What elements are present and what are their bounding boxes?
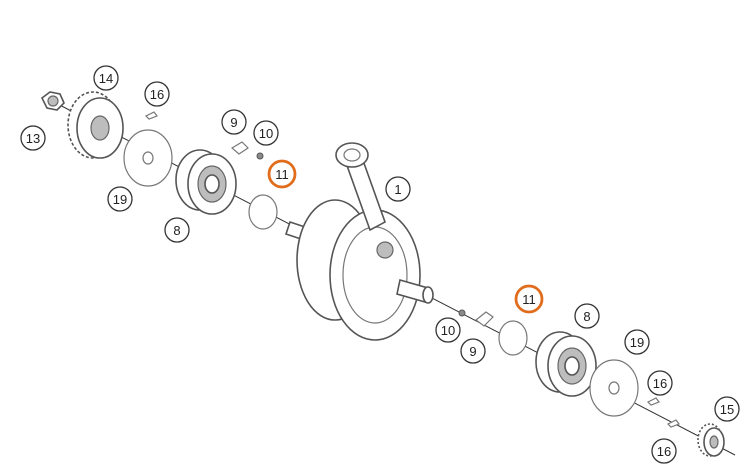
callout-number: 13 [26, 131, 40, 146]
callout-circle [574, 303, 600, 329]
part-gear-15 [697, 423, 725, 457]
callout-circle [435, 317, 461, 343]
part-9-left [230, 141, 249, 155]
part-key-16-mid [646, 397, 660, 406]
callout-number: 16 [657, 444, 671, 459]
callout-9: 9 [221, 109, 247, 135]
part-key-16-top [144, 111, 158, 120]
part-gear-14 [67, 91, 124, 159]
callout-circle [460, 338, 486, 364]
callout-number: 9 [230, 115, 237, 130]
callout-19: 19 [624, 329, 650, 355]
callout-16: 16 [144, 81, 170, 107]
callout-16: 16 [647, 370, 673, 396]
callout-8: 8 [164, 217, 190, 243]
callout-number: 9 [469, 344, 476, 359]
part-9-right [475, 311, 494, 327]
callout-number: 11 [522, 292, 536, 307]
callout-circle [107, 186, 133, 212]
callout-circle [221, 109, 247, 135]
callout-11-highlighted: 11 [267, 159, 297, 189]
part-ring-11-left [248, 194, 278, 230]
callout-number: 16 [150, 87, 164, 102]
part-key-16-bottom [666, 419, 680, 428]
callout-circle [624, 329, 650, 355]
callout-number: 1 [394, 182, 401, 197]
callout-9: 9 [460, 338, 486, 364]
part-bearing-8-left [175, 149, 237, 215]
callout-circle [385, 176, 411, 202]
callout-number: 11 [275, 167, 289, 182]
part-10-right [458, 309, 466, 317]
callout-number: 10 [441, 323, 455, 338]
part-nut-13 [40, 91, 65, 111]
part-washer-19-right [589, 359, 639, 417]
part-crankshaft-1 [296, 142, 434, 341]
callout-14: 14 [93, 65, 119, 91]
callout-number: 19 [630, 335, 644, 350]
callout-number: 19 [113, 192, 127, 207]
callout-circle [93, 65, 119, 91]
callout-circle [647, 370, 673, 396]
callout-16: 16 [651, 438, 677, 464]
callout-15: 15 [714, 396, 740, 422]
callout-10: 10 [253, 120, 279, 146]
part-washer-19-left [123, 129, 173, 187]
callout-10: 10 [435, 317, 461, 343]
callout-circle [253, 120, 279, 146]
callout-number: 14 [99, 71, 113, 86]
callout-number: 10 [259, 126, 273, 141]
callout-circle [267, 159, 297, 189]
callout-13: 13 [20, 125, 46, 151]
callout-circle [514, 284, 544, 314]
callout-circle [651, 438, 677, 464]
callout-1: 1 [385, 176, 411, 202]
callout-number: 8 [583, 309, 590, 324]
callout-circle [144, 81, 170, 107]
part-10-left [256, 152, 264, 160]
part-bearing-8-right [535, 331, 597, 397]
callout-number: 16 [653, 376, 667, 391]
callout-8: 8 [574, 303, 600, 329]
callout-circle [164, 217, 190, 243]
callout-number: 15 [720, 402, 734, 417]
callout-number: 8 [173, 223, 180, 238]
callout-19: 19 [107, 186, 133, 212]
callout-circle [20, 125, 46, 151]
part-ring-11-right [498, 320, 528, 356]
callout-circle [714, 396, 740, 422]
callout-11-highlighted: 11 [514, 284, 544, 314]
